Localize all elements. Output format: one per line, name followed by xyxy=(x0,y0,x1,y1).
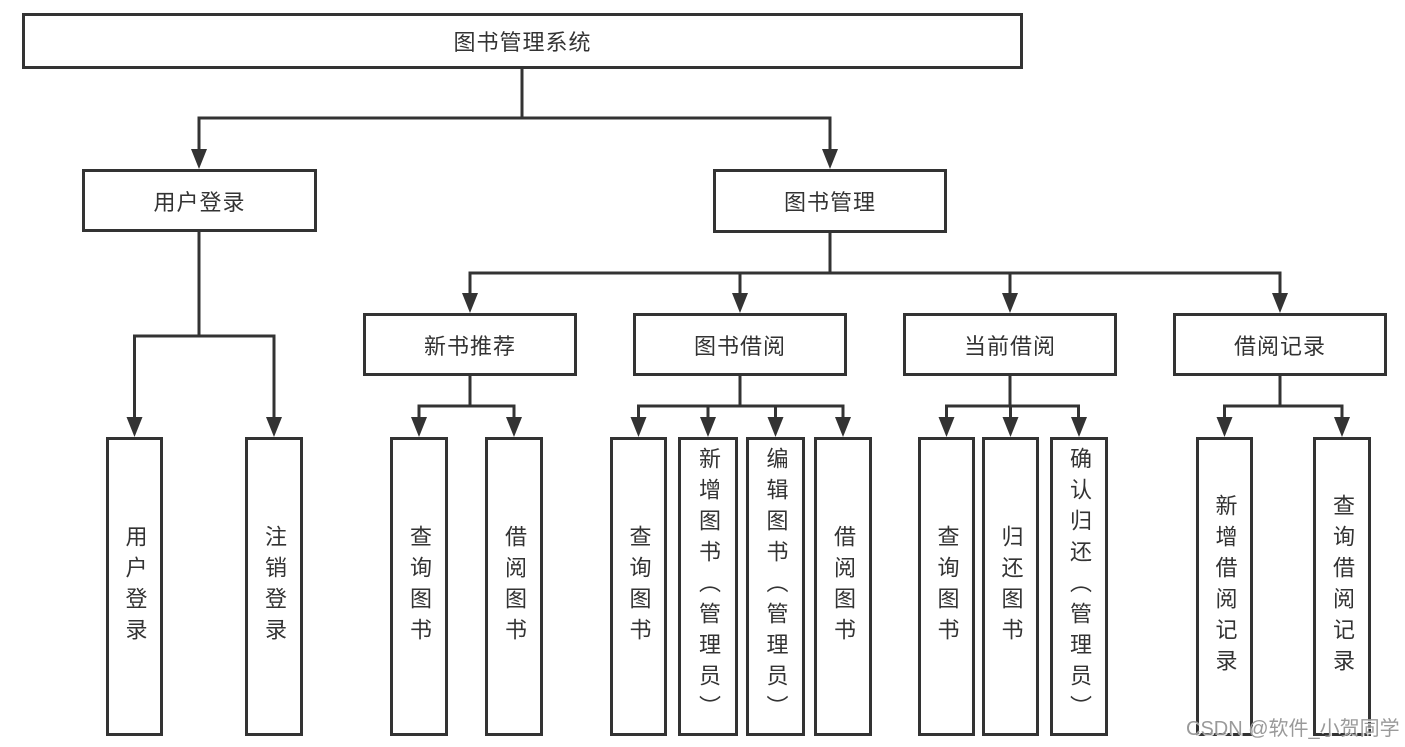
node-current-borrowing: 当前借阅 xyxy=(903,313,1117,376)
node-leaf-query-books-current: 查询图书 xyxy=(918,437,975,736)
arrowheads xyxy=(126,149,1350,437)
node-new-book-recommendation: 新书推荐 xyxy=(363,313,577,376)
node-leaf-user-login: 用户登录 xyxy=(106,437,163,736)
node-leaf-borrow-books: 借阅图书 xyxy=(814,437,872,736)
node-leaf-add-books-admin: 新增图书（管理员） xyxy=(678,437,738,736)
node-borrowing-records: 借阅记录 xyxy=(1173,313,1387,376)
node-user-login: 用户登录 xyxy=(82,169,317,232)
node-leaf-borrow-books-recommend: 借阅图书 xyxy=(485,437,543,736)
node-book-management: 图书管理 xyxy=(713,169,947,233)
node-leaf-query-borrow-record: 查询借阅记录 xyxy=(1313,437,1371,736)
node-leaf-query-books-borrow: 查询图书 xyxy=(610,437,667,736)
node-book-borrowing: 图书借阅 xyxy=(633,313,847,376)
node-leaf-add-borrow-record: 新增借阅记录 xyxy=(1196,437,1253,736)
node-leaf-logout: 注销登录 xyxy=(245,437,303,736)
node-library-management-system: 图书管理系统 xyxy=(22,13,1023,69)
csdn-watermark: CSDN @软件_小贺同学 xyxy=(1186,718,1400,740)
node-leaf-edit-books-admin: 编辑图书（管理员） xyxy=(746,437,805,736)
node-leaf-query-books-recommend: 查询图书 xyxy=(390,437,448,736)
node-leaf-return-books: 归还图书 xyxy=(982,437,1039,736)
node-leaf-confirm-return-admin: 确认归还（管理员） xyxy=(1050,437,1108,736)
